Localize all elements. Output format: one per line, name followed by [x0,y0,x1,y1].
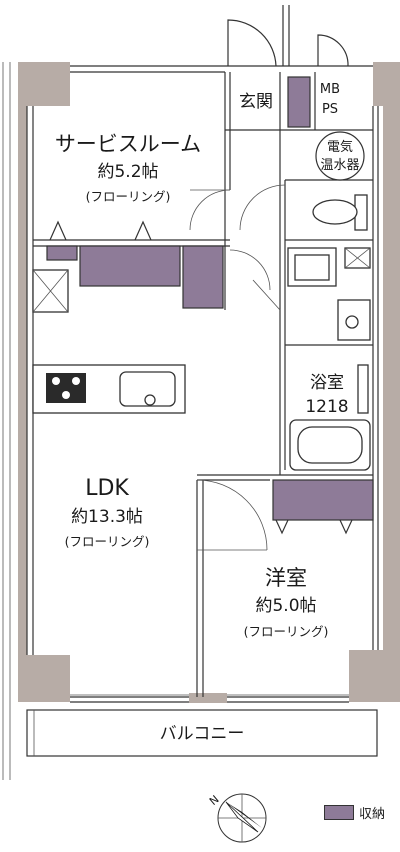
service-room-area: 約5.2帖 [97,162,158,182]
water-heater-line2: 温水器 [320,158,359,173]
balcony [26,709,378,757]
balcony-label: バルコニー [160,724,245,744]
mb-label: MB [320,82,340,97]
entrance-label: 玄関 [239,92,273,112]
entrance-door [227,5,349,67]
western-room-floor: (フローリング) [244,624,329,639]
refrigerator-space [32,269,69,313]
door-swings [189,184,286,551]
western-room-name: 洋室 [265,566,307,590]
toilet [312,194,368,231]
legend: 収納 [324,803,385,822]
washroom-fixtures [287,247,371,341]
ldk-name: LDK [85,476,129,501]
storage-blocks [46,76,374,521]
ps-label: PS [322,102,338,117]
closet-markers [49,220,353,535]
outline [2,62,379,780]
compass: N [207,793,267,843]
bath-size: 1218 [305,397,348,417]
water-heater-line1: 電気 [327,139,353,155]
legend-storage-swatch [324,805,354,820]
service-room-name: サービスルーム [55,132,201,156]
western-room-area: 約5.0帖 [255,596,316,616]
legend-storage-label: 収納 [359,807,386,822]
service-room-floor: (フローリング) [86,189,171,204]
compass-north-label: N [207,793,222,808]
walls [18,62,400,703]
water-heater [315,131,365,181]
ldk-floor: (フローリング) [65,534,150,549]
bath-name: 浴室 [310,373,344,393]
kitchen-counter [32,364,186,414]
ldk-area: 約13.3帖 [71,507,143,527]
bathtub [289,364,371,471]
